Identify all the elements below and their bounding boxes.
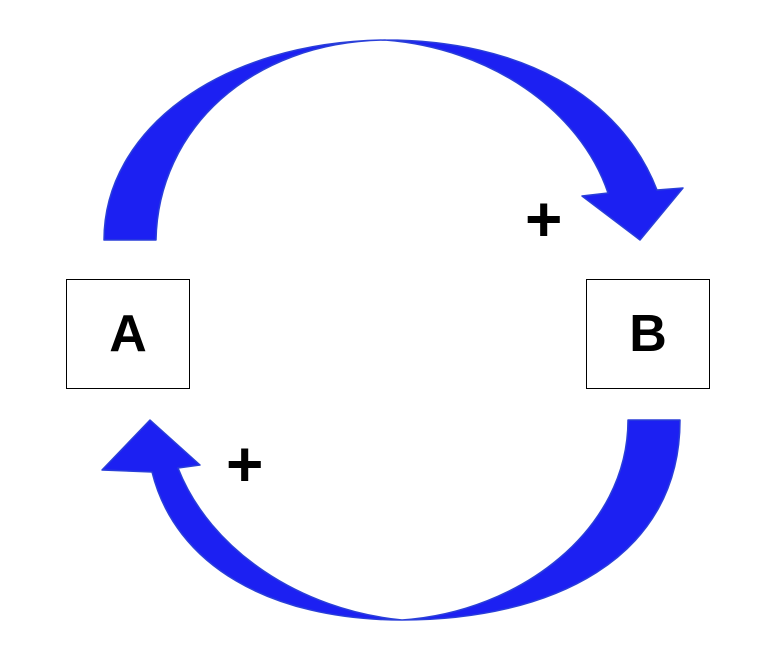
arrow-a-to-b [103,39,684,241]
polarity-b-to-a: + [226,428,264,500]
polarity-a-to-b: + [525,183,563,255]
node-a-box: A [66,279,190,389]
node-b-box: B [586,279,710,389]
arrow-b-to-a [101,419,681,621]
node-a-label: A [109,305,147,363]
node-b-label: B [629,305,667,363]
